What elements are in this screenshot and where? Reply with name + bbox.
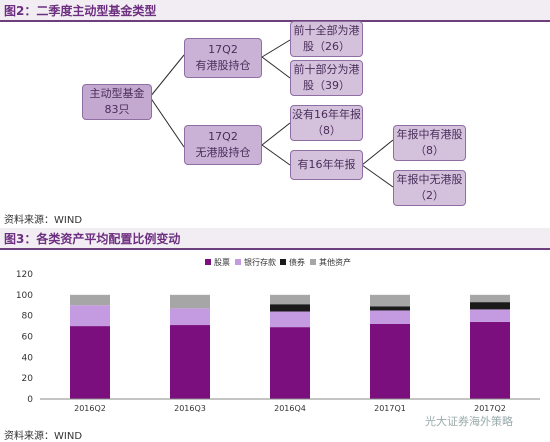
- node-root-line1: 主动型基金: [89, 87, 145, 100]
- legend-swatch-2: [280, 259, 286, 265]
- figure2-source: 资料来源：WIND: [4, 215, 83, 226]
- bars: [70, 294, 510, 399]
- node-top-branch: 17Q2 有港股持仓: [184, 38, 262, 78]
- node-bottom-branch-line2: 无港股持仓: [195, 146, 251, 159]
- leaf-has-2016-report-line1: 有16年年报: [297, 158, 356, 171]
- connector-root-bottom: [149, 96, 185, 148]
- connector-bottom-has16: [261, 144, 291, 166]
- y-tick-0: 0: [27, 395, 33, 405]
- y-tick-2: 40: [22, 353, 34, 363]
- leaf-no-2016-report-line2: （8）: [312, 124, 341, 137]
- connector-has16-hkno: [361, 164, 394, 188]
- bar-3-3: [370, 294, 410, 307]
- leaf-top-all-hk-line1: 前十全部为港: [293, 24, 360, 37]
- node-top-branch-line2: 有港股持仓: [195, 59, 251, 72]
- connector-root-top: [149, 54, 185, 98]
- node-root-line2: 83只: [104, 103, 130, 116]
- bar-4-3: [470, 294, 510, 303]
- leaf-report-hk-yes: 年报中有港股 （8）: [393, 125, 466, 161]
- leaf-top-all-hk: 前十全部为港 股（26）: [290, 21, 363, 57]
- leaf-report-hk-yes-line2: （8）: [415, 144, 444, 157]
- x-tick-2: 2016Q4: [274, 404, 306, 413]
- chart-legend: 股票 银行存款 债券 其他资产: [205, 257, 351, 267]
- legend-swatch-0: [205, 259, 211, 265]
- leaf-no-2016-report: 没有16年年报 （8）: [290, 105, 363, 141]
- legend-swatch-3: [310, 259, 316, 265]
- y-axis: 0 20 40 60 80 100 120: [16, 270, 33, 405]
- leaf-top-partial-hk: 前十部分为港 股（39）: [290, 60, 363, 96]
- legend-swatch-1: [235, 259, 241, 265]
- legend-label-2: 债券: [289, 257, 305, 267]
- y-tick-4: 80: [22, 312, 34, 322]
- leaf-report-hk-no: 年报中无港股 （2）: [393, 170, 466, 206]
- bar-0-3: [70, 294, 110, 306]
- figure3-header: 图3：各类资产平均配置比例变动: [0, 228, 550, 250]
- y-tick-5: 100: [16, 291, 33, 301]
- bar-3-2: [370, 306, 410, 311]
- leaf-report-hk-no-line1: 年报中无港股: [396, 173, 463, 186]
- figure2-header: 图2：二季度主动型基金类型: [0, 0, 550, 22]
- bar-0-0: [70, 326, 110, 399]
- bar-2-3: [270, 294, 310, 305]
- connector-bottom-no16: [261, 122, 291, 146]
- leaf-top-all-hk-line2: 股（26）: [303, 40, 350, 53]
- bar-4-0: [470, 321, 510, 399]
- bar-2-1: [270, 311, 310, 328]
- leaf-has-2016-report: 有16年年报: [290, 150, 363, 180]
- leaf-report-hk-yes-line1: 年报中有港股: [396, 128, 463, 141]
- bar-1-3: [170, 294, 210, 309]
- watermark: 光大证券海外策略: [425, 415, 513, 428]
- leaf-report-hk-no-line2: （2）: [415, 189, 444, 202]
- x-axis: 2016Q2 2016Q3 2016Q4 2017Q1 2017Q2: [40, 398, 540, 413]
- bar-0-1: [70, 305, 110, 327]
- bar-2-0: [270, 327, 310, 399]
- bar-3-0: [370, 324, 410, 399]
- legend-label-3: 其他资产: [319, 257, 351, 267]
- x-tick-1: 2016Q3: [174, 404, 206, 413]
- bar-4-1: [470, 309, 510, 322]
- figure3-source: 资料来源：WIND: [4, 431, 83, 442]
- x-tick-4: 2017Q2: [474, 404, 506, 413]
- node-bottom-branch-line1: 17Q2: [208, 130, 238, 143]
- figure3-title: 图3：各类资产平均配置比例变动: [4, 232, 181, 246]
- bar-1-0: [170, 325, 210, 399]
- y-tick-6: 120: [16, 270, 33, 280]
- bar-4-2: [470, 302, 510, 310]
- figure2-title: 图2：二季度主动型基金类型: [4, 4, 157, 18]
- leaf-top-partial-hk-line2: 股（39）: [303, 79, 350, 92]
- tree-connectors: [149, 39, 394, 188]
- x-tick-0: 2016Q2: [74, 404, 106, 413]
- connector-top-leaf1: [261, 39, 291, 58]
- bar-3-1: [370, 310, 410, 324]
- leaf-no-2016-report-line1: 没有16年年报: [292, 108, 361, 121]
- connector-has16-hkyes: [361, 139, 394, 166]
- y-tick-3: 60: [22, 333, 34, 343]
- legend-label-1: 银行存款: [244, 257, 276, 267]
- connector-top-leaf2: [261, 56, 291, 79]
- node-top-branch-line1: 17Q2: [208, 43, 238, 56]
- bar-2-2: [270, 304, 310, 312]
- bar-1-1: [170, 308, 210, 326]
- x-tick-3: 2017Q1: [374, 404, 406, 413]
- legend-label-0: 股票: [214, 258, 230, 267]
- node-root: 主动型基金 83只: [82, 84, 152, 120]
- node-bottom-branch: 17Q2 无港股持仓: [184, 125, 262, 165]
- y-tick-1: 20: [22, 374, 34, 384]
- leaf-top-partial-hk-line1: 前十部分为港: [293, 63, 360, 76]
